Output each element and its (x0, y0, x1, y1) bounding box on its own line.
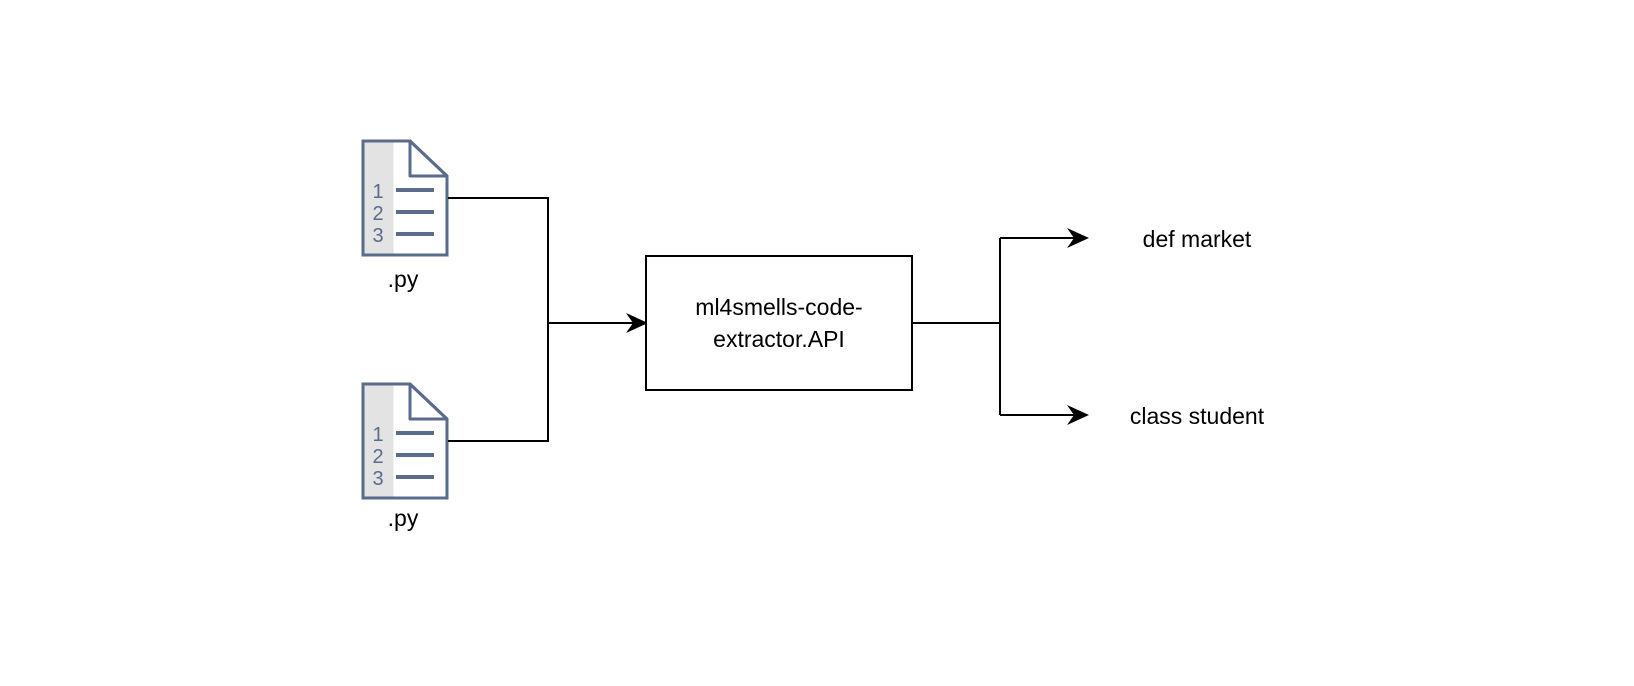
line-number: 1 (372, 424, 383, 446)
line-number: 2 (372, 446, 383, 468)
output-label: class student (1130, 403, 1265, 429)
line-number: 3 (372, 225, 383, 247)
line-number: 1 (372, 181, 383, 203)
connector-file1 (448, 198, 548, 323)
line-number: 3 (372, 468, 383, 490)
processor-label-line1: ml4smells-code- (695, 294, 862, 320)
connector-file2 (448, 323, 548, 441)
processor-label-line2: extractor.API (713, 326, 845, 352)
file-label: .py (388, 266, 419, 292)
processor-box (646, 256, 912, 390)
code-file-icon: 1 2 3 (363, 384, 447, 498)
line-number: 2 (372, 203, 383, 225)
output-label: def market (1143, 226, 1252, 252)
file-label: .py (388, 505, 419, 531)
code-file-icon: 1 2 3 (363, 141, 447, 255)
